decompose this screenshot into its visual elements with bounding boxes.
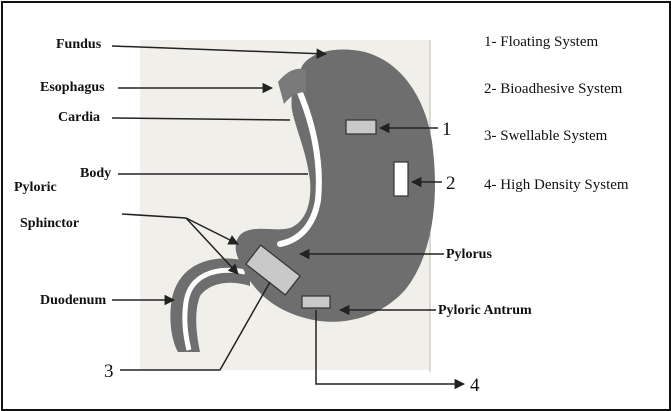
label-sphinctor: Sphinctor <box>20 216 79 231</box>
label-pyloric-antrum: Pyloric Antrum <box>438 303 532 318</box>
label-duodenum: Duodenum <box>40 293 106 308</box>
marker-4: 4 <box>470 375 480 396</box>
high-density-system-device <box>302 296 330 308</box>
legend-item-floating: 1- Floating System <box>484 34 599 50</box>
marker-2: 2 <box>446 173 456 194</box>
label-pylorus: Pylorus <box>446 247 492 262</box>
label-cardia: Cardia <box>58 110 100 125</box>
floating-system-device <box>346 120 376 134</box>
marker-3: 3 <box>104 361 114 382</box>
label-esophagus: Esophagus <box>40 80 105 95</box>
legend-item-high-density: 4- High Density System <box>484 177 629 193</box>
bioadhesive-system-device <box>394 162 408 196</box>
marker-1: 1 <box>442 119 452 140</box>
legend-item-swellable: 3- Swellable System <box>484 128 608 144</box>
label-body: Body <box>80 166 111 181</box>
label-fundus: Fundus <box>56 37 102 52</box>
legend-item-bioadhesive: 2- Bioadhesive System <box>484 81 623 97</box>
label-pyloric: Pyloric <box>14 180 57 195</box>
